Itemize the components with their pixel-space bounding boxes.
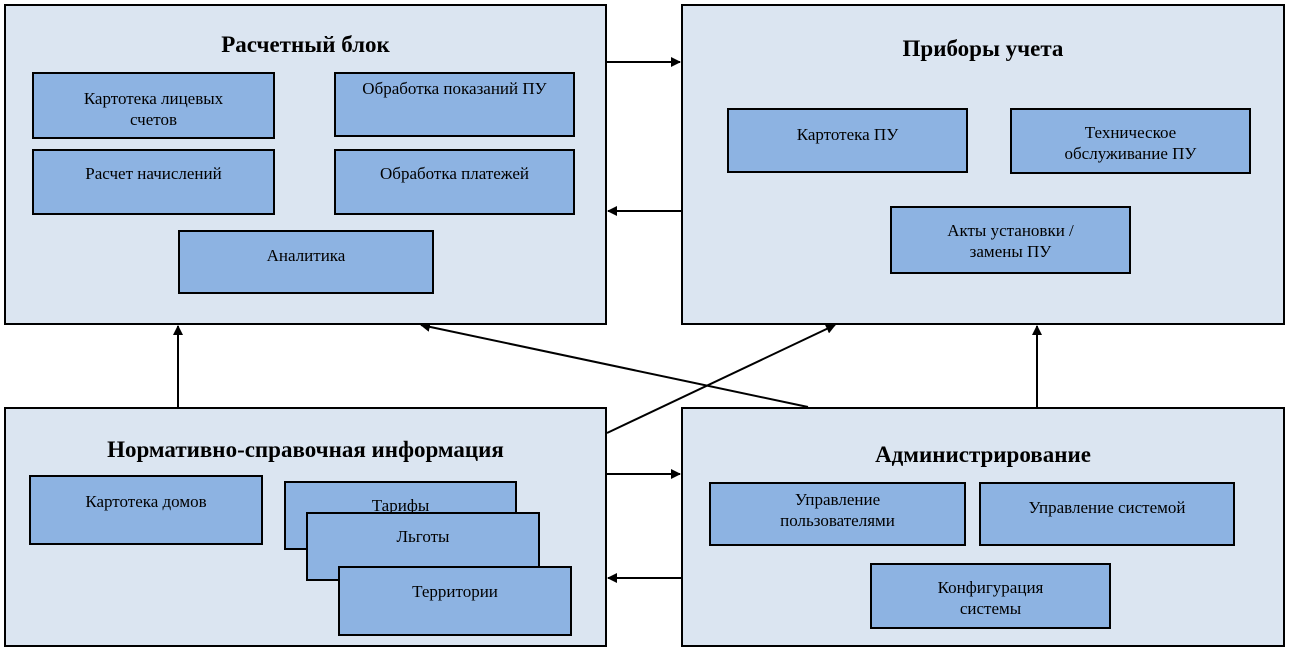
payments-processing-label: Обработка платежей <box>380 164 529 183</box>
analytics-label: Аналитика <box>266 246 346 265</box>
meter-registry-label: Картотека ПУ <box>796 125 899 144</box>
reference-block: Нормативно-справочная информация Картоте… <box>4 407 607 647</box>
system-config-label: Конфигурация системы <box>937 578 1044 618</box>
system-management-label: Управление системой <box>1028 498 1186 517</box>
admin-block-title: Администрирование <box>875 442 1091 467</box>
charges-calculation-label: Расчет начислений <box>85 164 222 183</box>
houses-registry-box: Картотека домов <box>29 475 263 545</box>
meter-acts-box: Акты установки / замены ПУ <box>890 206 1131 274</box>
admin-block: Администрирование Управление пользовател… <box>681 407 1285 647</box>
meter-readings-box: Обработка показаний ПУ <box>334 72 575 137</box>
meter-acts-label: Акты установки / замены ПУ <box>947 221 1074 261</box>
benefits-label: Льготы <box>396 527 450 546</box>
arrow-reference-to-meters <box>606 324 836 434</box>
meter-registry-box: Картотека ПУ <box>727 108 968 173</box>
reference-block-title: Нормативно-справочная информация <box>107 437 504 462</box>
meters-block: Приборы учета Картотека ПУ Техническое о… <box>681 4 1285 325</box>
meter-maintenance-label: Техническое обслуживание ПУ <box>1064 123 1197 163</box>
tariffs-label: Тарифы <box>371 496 430 515</box>
users-management-label: Управление пользователями <box>780 490 895 530</box>
users-management-box: Управление пользователями <box>709 482 966 546</box>
accounts-registry-label: Картотека лицевых счетов <box>83 89 224 129</box>
accounts-registry-box: Картотека лицевых счетов <box>32 72 275 139</box>
analytics-box: Аналитика <box>178 230 434 294</box>
arrow-admin-to-billing <box>420 321 809 408</box>
territories-label: Территории <box>412 582 498 601</box>
payments-processing-box: Обработка платежей <box>334 149 575 215</box>
meter-maintenance-box: Техническое обслуживание ПУ <box>1010 108 1251 174</box>
system-config-box: Конфигурация системы <box>870 563 1111 629</box>
charges-calculation-box: Расчет начислений <box>32 149 275 215</box>
billing-block: Расчетный блок Картотека лицевых счетов … <box>4 4 607 325</box>
meter-readings-label: Обработка показаний ПУ <box>362 79 547 98</box>
houses-registry-label: Картотека домов <box>85 492 207 511</box>
system-management-box: Управление системой <box>979 482 1235 546</box>
meters-block-title: Приборы учета <box>902 36 1064 61</box>
billing-block-title: Расчетный блок <box>221 32 390 57</box>
territories-box: Территории <box>338 566 572 636</box>
